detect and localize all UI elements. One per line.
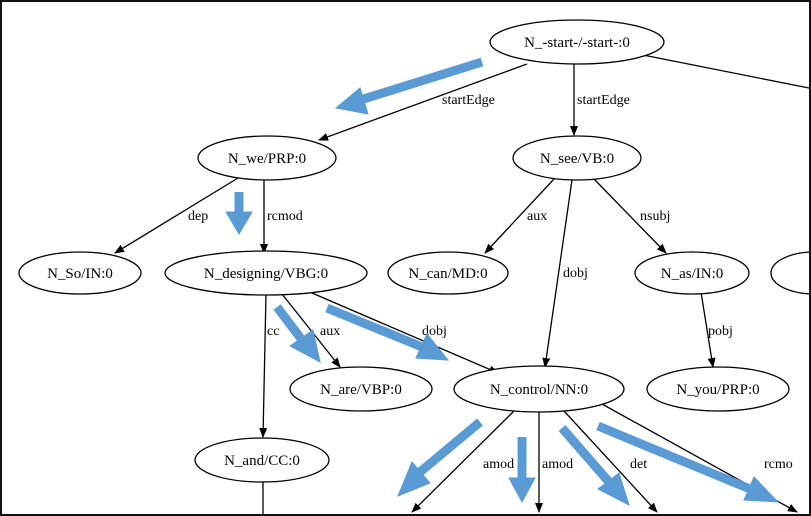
node-start[interactable]: N_-start-/-start-:0 [489,19,665,65]
edge-designing-and: cc [259,293,279,438]
node-label: N_you/PRP:0 [676,382,759,398]
edge-control-det: det [563,410,658,513]
node-label: N_designing/VBG:0 [204,266,328,282]
highlight-arrow-control-rcmod [596,421,780,503]
edge-we-so: dep [114,177,239,254]
highlight-arrow-designing-are [273,304,321,363]
node-label: N_and/CC:0 [224,453,300,469]
node-control[interactable]: N_control/NN:0 [453,365,625,413]
highlight-arrow-we-designing [225,192,253,235]
edge-start-see: startEdge [570,62,630,136]
edge-label-det: det [630,457,647,472]
edge-label-dep: dep [188,209,208,224]
edge-label-dobj: dobj [563,266,588,281]
node-label: N_control/NN:0 [490,382,588,398]
node-can[interactable]: N_can/MD:0 [387,251,509,295]
node-and[interactable]: N_and/CC:0 [194,437,330,483]
node-are[interactable]: N_are/VBP:0 [289,366,433,412]
node-label: N_So/IN:0 [47,266,113,282]
highlight-arrow-start-we [334,57,484,115]
node-label: N_as/IN:0 [661,266,724,282]
highlight-arrow-control-amod-1 [397,418,483,497]
node-so[interactable]: N_So/IN:0 [18,251,142,295]
highlight-arrow-designing-control [325,303,450,361]
edge-label-aux: aux [320,324,340,339]
node-label: N_can/MD:0 [408,266,487,282]
node-label: N_see/VB:0 [540,151,614,167]
edge-label-nsubj: nsubj [640,209,670,224]
edge-start-offscreen [637,53,809,89]
edge-control-amod-1: amod [411,410,515,513]
edge-see-control: dobj [542,179,588,368]
edge-label-aux: aux [527,209,547,224]
highlight-arrow-control-det [558,425,630,506]
edge-label-rcmod: rcmod [267,209,303,224]
node-offscreen-partial[interactable] [770,251,809,295]
node-as[interactable]: N_as/IN:0 [634,251,750,295]
edge-designing-are: aux [281,293,341,368]
edge-label-pobj: pobj [708,324,733,339]
edge-as-you: pobj [700,291,733,368]
edge-label-startedge: startEdge [577,93,630,108]
edge-we-designing: rcmod [260,180,303,254]
edge-label-startedge: startEdge [442,93,495,108]
edge-control-amod-2: amod [535,412,573,513]
edge-see-as: nsubj [593,178,670,254]
edge-label-rcmod: rcmo [764,457,793,472]
node-see[interactable]: N_see/VB:0 [512,135,642,181]
node-we[interactable]: N_we/PRP:0 [197,135,337,181]
node-label: N_we/PRP:0 [228,151,306,167]
edge-label-amod: amod [483,457,514,472]
highlight-arrow-control-amod-2 [508,437,536,504]
edge-start-we: startEdge [318,63,528,141]
node-you[interactable]: N_you/PRP:0 [646,366,790,412]
edge-see-can: aux [484,178,555,254]
node-designing[interactable]: N_designing/VBG:0 [164,250,368,296]
edge-label-amod: amod [542,457,573,472]
node-label: N_are/VBP:0 [320,382,402,398]
node-label: N_-start-/-start-:0 [524,35,630,51]
edge-label-cc: cc [267,324,279,339]
